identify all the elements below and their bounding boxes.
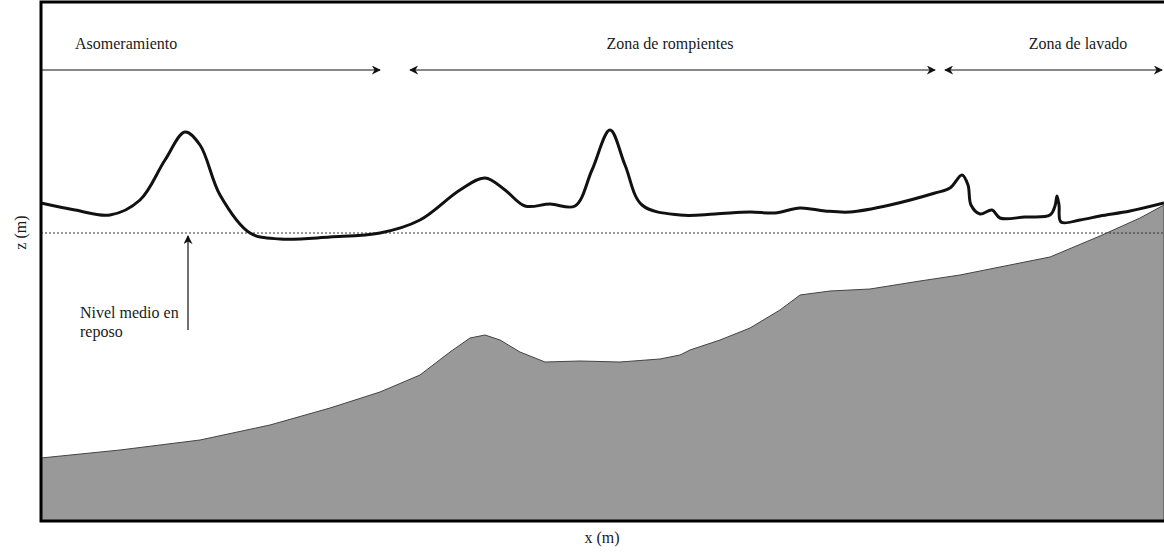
frame <box>41 2 1164 521</box>
zone-label: Zona de rompientes <box>606 34 733 53</box>
water-surface <box>41 130 1164 239</box>
water-surface-line <box>41 130 1164 239</box>
seabed-fill <box>41 205 1164 521</box>
zone-arrow <box>41 69 380 70</box>
leader-arrow <box>187 236 188 330</box>
seabed <box>41 205 1164 521</box>
annotation-label: Nivel medio en reposo <box>80 303 198 341</box>
zone-label: Asomeramiento <box>75 34 177 53</box>
axis-label: x (m) <box>584 528 619 547</box>
zone-arrow <box>945 69 1162 70</box>
zone-label: Zona de lavado <box>1029 34 1128 53</box>
zone-arrow <box>410 69 935 70</box>
mean-level-line <box>41 233 1164 234</box>
axis-label: z (m) <box>10 216 29 250</box>
